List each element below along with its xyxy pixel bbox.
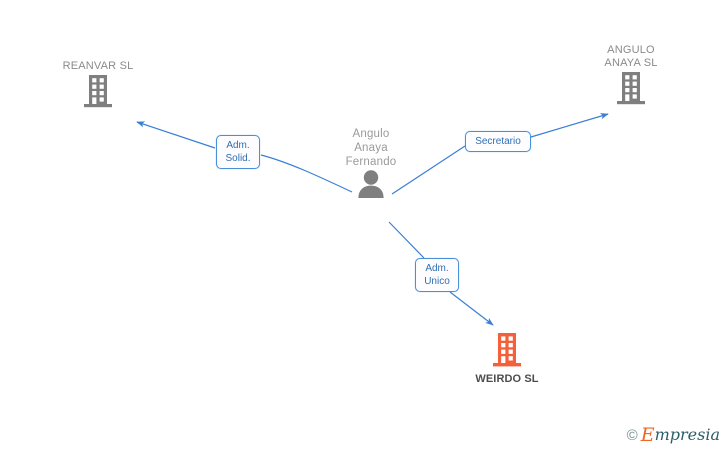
copyright-icon: © (626, 426, 638, 444)
brand-initial: E (640, 424, 655, 446)
brand-name: mpresia (654, 425, 720, 444)
edge-secretario-arrow (530, 113, 609, 138)
node-angulo-anaya-fernando[interactable]: Angulo Anaya Fernando (306, 127, 436, 199)
edge-label-adm-unico[interactable]: Adm. Unico (415, 258, 459, 292)
node-reanvar-sl[interactable]: REANVAR SL (33, 60, 163, 109)
node-reanvar-sl-label: REANVAR SL (62, 60, 134, 72)
node-weirdo-sl[interactable]: WEIRDO SL (442, 331, 572, 386)
edge-adm-unico-line (388, 221, 425, 259)
person-icon (358, 170, 384, 198)
building-icon (617, 72, 645, 105)
building-icon (493, 333, 521, 367)
edge-label-secretario[interactable]: Secretario (465, 131, 531, 152)
edge-adm-solid-arrow (136, 121, 216, 149)
node-angulo-anaya-sl-label: ANGULO ANAYA SL (604, 44, 658, 69)
building-icon (84, 75, 112, 108)
node-weirdo-sl-label: WEIRDO SL (475, 373, 539, 385)
node-angulo-anaya-sl[interactable]: ANGULO ANAYA SL (566, 44, 696, 106)
node-person-label: Angulo Anaya Fernando (345, 128, 397, 168)
edge-label-adm-solid[interactable]: Adm. Solid. (216, 135, 260, 169)
edge-adm-unico-arrow (449, 291, 494, 326)
empresia-watermark: © E mpresia (626, 424, 720, 446)
